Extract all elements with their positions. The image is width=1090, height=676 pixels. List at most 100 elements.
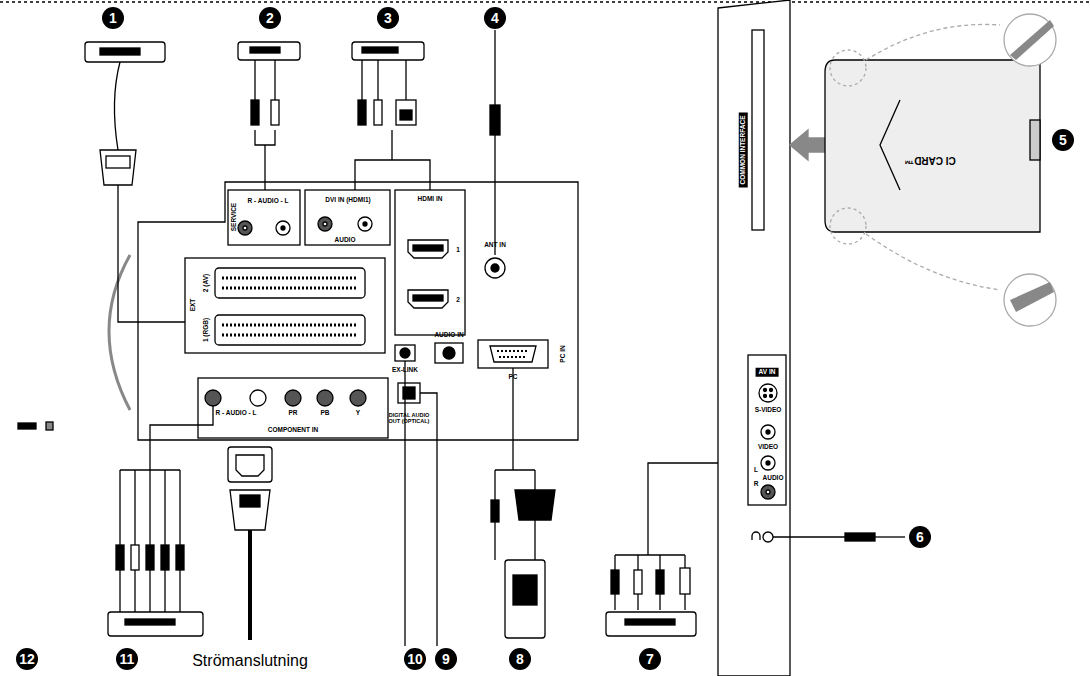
device-1: [100, 150, 136, 185]
power-connector: [236, 455, 264, 476]
device-11: [131, 545, 139, 570]
callout-number: 9: [435, 648, 457, 670]
component-box: [350, 390, 366, 406]
device-3: [400, 110, 412, 120]
device-11: [119, 575, 120, 612]
callout-number: 10: [404, 648, 426, 670]
port-label-band: COMMON INTERFACE: [739, 113, 748, 188]
lock-symbol: [46, 422, 53, 430]
ci-card: [1010, 20, 1054, 60]
ci-card: [790, 14, 1056, 326]
ci-card: [1030, 120, 1040, 160]
antenna-cable: [490, 30, 500, 255]
audio-in-jack: [443, 347, 455, 359]
device-3: [391, 130, 392, 160]
port-label: PR: [288, 410, 297, 417]
device-3: [355, 160, 430, 190]
device-11: [161, 545, 169, 570]
device-8: [491, 500, 499, 522]
audio-box: [276, 221, 290, 235]
port-label: R - AUDIO - L: [216, 410, 257, 417]
device-3: [396, 100, 416, 125]
ext-box: [185, 258, 385, 353]
port-label: ANT IN: [484, 242, 506, 249]
antenna-cable: [490, 105, 500, 135]
optical-port: [398, 383, 420, 403]
side-panel: [875, 536, 905, 537]
side-panel: [752, 30, 764, 230]
component-box: [205, 390, 221, 406]
device-3: [362, 47, 398, 53]
lock-symbol: [18, 423, 36, 429]
device-2: [238, 42, 300, 190]
side-panel: [748, 355, 786, 505]
callout-number: 7: [639, 648, 661, 670]
port-label: VIDEO: [758, 444, 778, 451]
port-label: R - AUDIO - L: [248, 198, 289, 205]
ext-box: [222, 325, 358, 335]
audio-box: [228, 190, 300, 245]
device-11: [179, 575, 180, 612]
port-label: EX-LINK: [392, 367, 418, 374]
side-panel: [718, 0, 790, 676]
port-label: 2 (AV): [203, 274, 210, 292]
leader-lines: [495, 469, 535, 470]
side-panel: [773, 536, 845, 537]
ci-card: [866, 234, 1000, 290]
device-3: [361, 60, 362, 100]
ext-box: [185, 258, 385, 353]
device-8: [505, 560, 545, 638]
device-11: [164, 575, 165, 612]
port-label: PC IN: [560, 345, 567, 362]
side-panel: [770, 389, 773, 392]
device-7: [680, 568, 690, 594]
device-11: [116, 545, 124, 570]
audio-box: [238, 221, 252, 235]
ci-card: [1010, 282, 1054, 312]
antenna-cable: [494, 135, 495, 255]
port-label-band: AV IN: [756, 368, 779, 377]
ant-in-jack: [485, 258, 505, 278]
device-2: [238, 42, 300, 60]
device-2: [271, 100, 279, 125]
device-11: [150, 406, 213, 470]
dvi-audio-box: [305, 190, 390, 245]
side-panel: [766, 461, 770, 465]
ext-box: [215, 315, 365, 345]
pc-port: [490, 346, 536, 362]
port-label: DVI IN (HDMI1): [325, 197, 371, 204]
device-7: [606, 612, 696, 636]
side-panel: [764, 395, 767, 398]
port-label: AUDIO IN: [434, 332, 463, 339]
side-panel: [764, 389, 767, 392]
device-2: [251, 100, 259, 125]
port-label: PC: [508, 374, 517, 381]
hdmi-box: [395, 190, 465, 335]
port-label: 1 (RGB): [203, 318, 210, 342]
ext-box: [215, 268, 365, 298]
audio-in-jack: [435, 343, 463, 363]
hdmi-box: [408, 290, 448, 308]
power-connector: [240, 495, 260, 507]
device-8: [494, 522, 495, 560]
callout-number: 5: [1052, 129, 1074, 151]
pc-port: [478, 340, 548, 368]
device-3: [352, 42, 430, 190]
port-label: PB: [320, 410, 329, 417]
power-connector: [230, 490, 270, 530]
side-panel: [766, 490, 770, 494]
device-2: [250, 47, 280, 53]
port-label: S-VIDEO: [755, 407, 782, 414]
dvi-audio-box: [318, 217, 332, 231]
callout-number: 6: [909, 526, 931, 548]
device-2: [255, 130, 275, 145]
device-3: [374, 100, 382, 125]
port-label: AUDIO: [763, 475, 784, 482]
ex-link-jack: [400, 348, 410, 358]
side-panel: [761, 485, 775, 499]
power-connector: [228, 447, 272, 640]
ci-card: [1004, 274, 1056, 326]
dashed-border: [0, 1, 1090, 2]
audio-box: [281, 226, 285, 230]
